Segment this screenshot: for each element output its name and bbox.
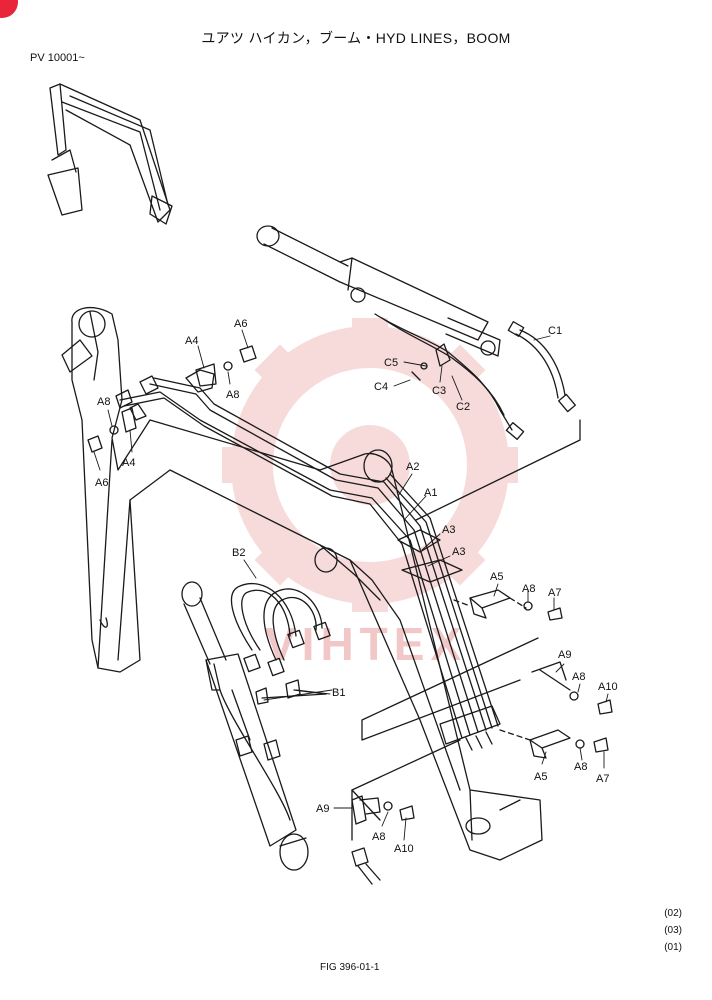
callout-c4: C4: [374, 381, 388, 393]
serial-range: PV 10001~: [30, 52, 85, 64]
ref-code-2: (03): [664, 925, 682, 936]
boom-cylinder-upper: [256, 225, 501, 357]
thumbnail-excavator: [47, 83, 173, 225]
fitting-a9-bottom: [351, 795, 415, 885]
callout-a10-bottom: A10: [394, 843, 414, 855]
callout-a8-bottom: A8: [372, 831, 385, 843]
callout-a9-bottom: A9: [316, 803, 329, 815]
boom-structure: [61, 306, 543, 861]
clamp-a5-top: [453, 589, 563, 621]
ref-code-1: (02): [664, 908, 682, 919]
callout-labels: A6 A4 A8 A8 A4 A6 C5 C4 C3 C2 C1 A2 A1 A…: [95, 318, 618, 855]
callout-c3: C3: [432, 385, 446, 397]
callout-a4-top: A4: [185, 335, 198, 347]
callout-a8-right-1: A8: [522, 583, 535, 595]
callout-b1: B1: [332, 687, 345, 699]
guide-lines: [351, 419, 581, 841]
callout-a2: A2: [406, 461, 419, 473]
clamp-a5-bottom: [499, 691, 613, 759]
leader-lines: [93, 329, 609, 841]
callout-c1: C1: [548, 325, 562, 337]
callout-a5-bottom: A5: [534, 771, 547, 783]
watermark-gear: [222, 318, 518, 612]
callout-a7-top: A7: [548, 587, 561, 599]
a-pipes: [115, 369, 571, 751]
figure-number: FIG 396-01-1: [320, 962, 380, 973]
ref-code-3: (01): [664, 942, 682, 953]
callout-a3-second: A3: [452, 546, 465, 558]
callout-a8-top: A8: [226, 389, 239, 401]
callout-a6-top: A6: [234, 318, 247, 330]
callout-a3-first: A3: [442, 524, 455, 536]
callout-a10-right: A10: [598, 681, 618, 693]
callout-a6-left: A6: [95, 477, 108, 489]
callout-c5: C5: [384, 357, 398, 369]
callout-a5-top: A5: [490, 571, 503, 583]
watermark-text: VIHTEX: [265, 618, 467, 670]
callout-a4-left: A4: [122, 457, 135, 469]
callout-a8-right-3: A8: [574, 761, 587, 773]
arm-cylinder-lower: [181, 581, 309, 871]
callout-a1: A1: [424, 487, 437, 499]
callout-a8-left: A8: [97, 396, 110, 408]
page-title: ユアツ ハイカン，ブーム・HYD LINES，BOOM: [201, 30, 511, 46]
callout-a8-right-2: A8: [572, 671, 585, 683]
callout-a9-right: A9: [558, 649, 571, 661]
callout-b2: B2: [232, 547, 245, 559]
c-hoses: [374, 313, 576, 440]
callout-a7-bottom: A7: [596, 773, 609, 785]
callout-c2: C2: [456, 401, 470, 413]
